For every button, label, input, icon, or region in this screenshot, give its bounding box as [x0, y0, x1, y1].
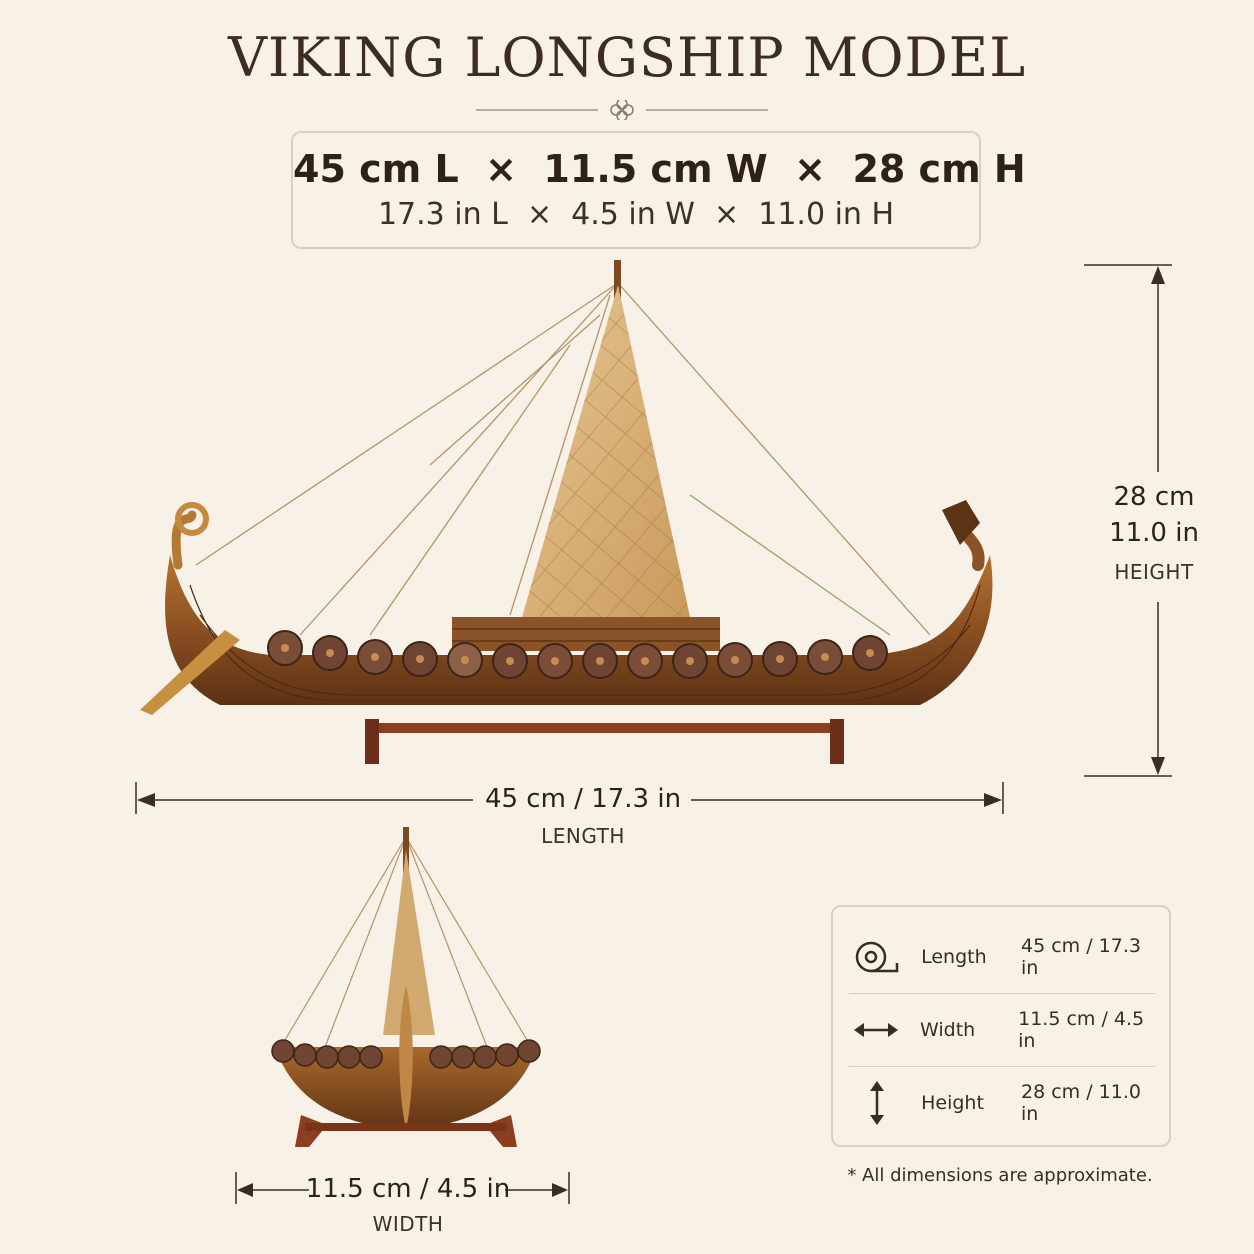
height-cm-label: 28 cm	[1113, 482, 1195, 512]
length-caption: LENGTH	[541, 824, 625, 848]
specifications-box: Length 45 cm / 17.3 in Width 11.5 cm / 4…	[831, 905, 1171, 1147]
spec-name-length: Length	[921, 946, 987, 968]
height-in-label: 11.0 in	[1109, 518, 1199, 548]
spec-row-length: Length 45 cm / 17.3 in	[849, 921, 1155, 993]
spec-value-width: 11.5 cm / 4.5 in	[1018, 1008, 1145, 1052]
width-caption: WIDTH	[372, 1212, 444, 1236]
spec-divider	[849, 993, 1155, 994]
celtic-knot-icon	[610, 100, 634, 120]
spec-name-width: Width	[919, 1019, 976, 1041]
height-caption: HEIGHT	[1114, 560, 1194, 584]
spec-name-height: Height	[921, 1092, 984, 1114]
width-arrow	[235, 1172, 570, 1204]
length-value-label: 45 cm / 17.3 in	[484, 784, 682, 814]
metric-dimensions: 45 cm L × 11.5 cm W × 28 cm H	[293, 147, 1026, 191]
longship-front-view	[271, 827, 541, 1147]
spec-row-width: Width 11.5 cm / 4.5 in	[849, 994, 1155, 1066]
page-title: VIKING LONGSHIP MODEL	[227, 26, 1027, 89]
tape-measure-icon	[849, 939, 905, 975]
imperial-dimensions: 17.3 in L × 4.5 in W × 11.0 in H	[377, 197, 895, 232]
vertical-arrows-icon	[849, 1079, 905, 1127]
horizontal-arrows-icon	[849, 1020, 904, 1040]
ornament-divider	[476, 100, 768, 120]
footnote: * All dimensions are approximate.	[847, 1165, 1153, 1186]
spec-value-height: 28 cm / 11.0 in	[1020, 1081, 1141, 1125]
spec-row-height: Height 28 cm / 11.0 in	[849, 1067, 1155, 1139]
height-arrow	[1084, 264, 1172, 777]
length-arrow	[135, 782, 1004, 814]
dimension-summary-box: 45 cm L × 11.5 cm W × 28 cm H 17.3 in L …	[291, 131, 1026, 249]
width-value-label: 11.5 cm / 4.5 in	[305, 1174, 511, 1204]
spec-divider	[849, 1066, 1155, 1067]
spec-value-length: 45 cm / 17.3 in	[1020, 935, 1141, 979]
longship-side-view	[140, 260, 993, 764]
